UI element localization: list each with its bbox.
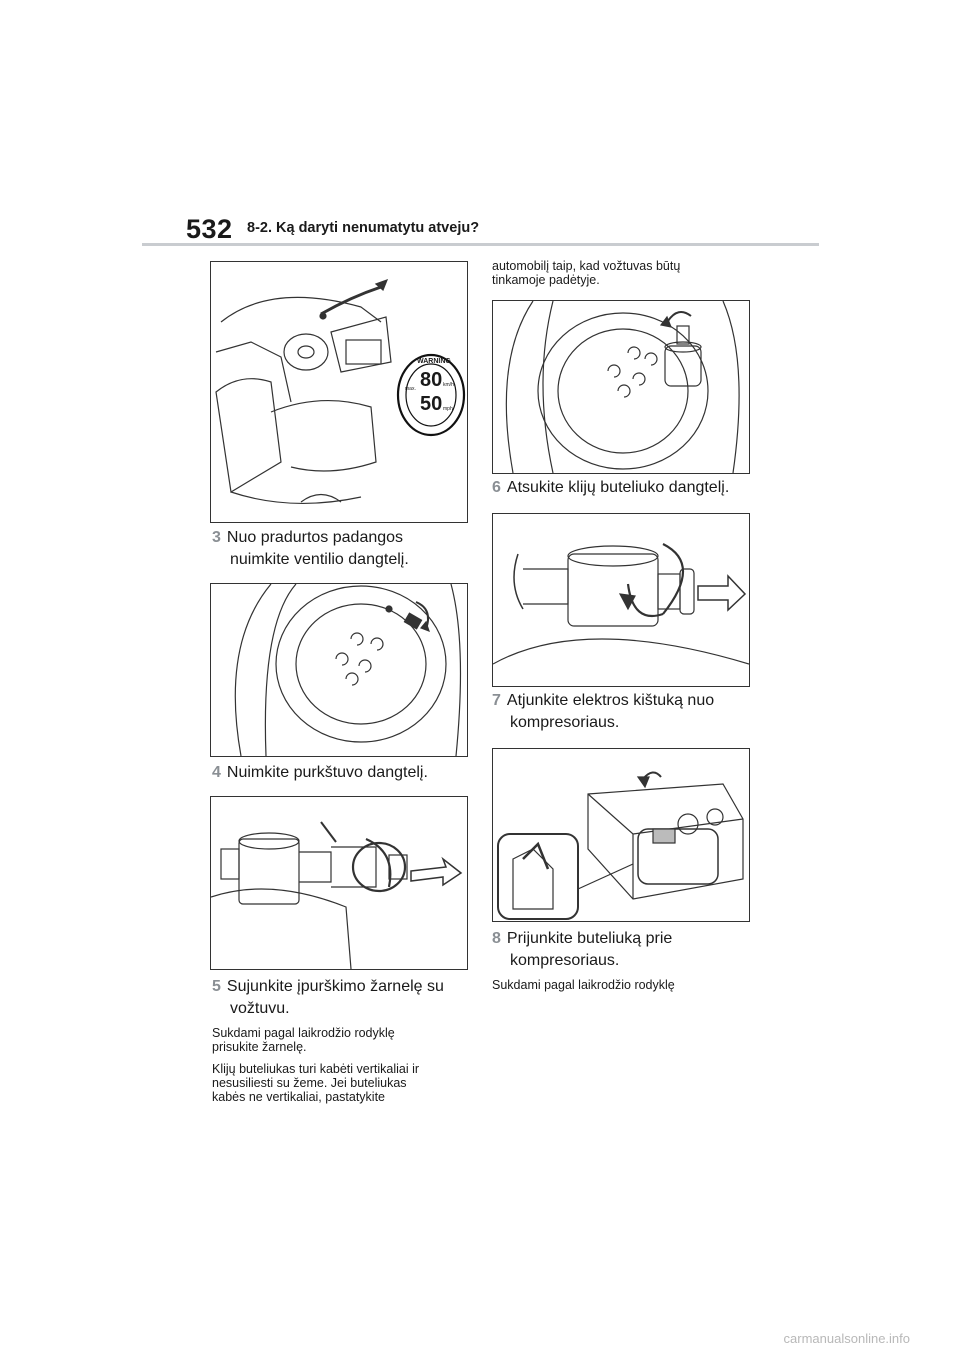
step-5-number: 5 — [212, 978, 221, 995]
figure-bottle-on-valve — [492, 300, 750, 474]
warning-label-speed-top: 80 — [420, 369, 443, 391]
step-3: 3 Nuo pradurtos padangos nuimkite ventili… — [212, 527, 472, 571]
warning-label-sticker: WARNING 80 50 max. km/h mph — [395, 352, 467, 438]
step-4: 4 Nuimkite purkštuvo dangtelį. — [212, 762, 472, 784]
step-6-number: 6 — [492, 479, 501, 496]
warning-label-word: WARNING — [417, 358, 451, 365]
step-3-number: 3 — [212, 529, 221, 546]
figure-compressor-plug — [492, 748, 750, 922]
step-7-text-line2: kompresoriaus. — [510, 714, 620, 731]
warning-label-speed-bottom: 50 — [420, 393, 443, 415]
step-8-note-1-line1: Sukdami pagal laikrodžio rodyklę — [492, 978, 675, 992]
step-5-note-1-line1: Sukdami pagal laikrodžio rodyklę — [212, 1026, 395, 1040]
step-5-note-1: Sukdami pagal laikrodžio rodyklę prisuki… — [212, 1026, 472, 1054]
step-5-note-2-line3: kabės ne vertikaliai, pastatykite — [212, 1090, 386, 1104]
step-5: 5 Sujunkite įpurškimo žarnelę su vožtuvu. — [212, 976, 472, 1020]
step-5-text-line2: vožtuvu. — [230, 1000, 290, 1017]
figure-unscrew-bottle-cap — [492, 513, 750, 687]
step-3-text-line2: nuimkite ventilio dangtelį. — [230, 551, 409, 568]
step-8-text-line2: kompresoriaus. — [510, 952, 620, 969]
step-5-note-1-line2: prisukite žarnelę. — [212, 1040, 307, 1054]
step-8-number: 8 — [492, 930, 501, 947]
figure-remove-valve-cap — [210, 583, 468, 757]
step-5-note-2-line2: nesusiliesti su žeme. Jei buteliukas — [212, 1076, 407, 1090]
step-5-note-2-line1: Klijų buteliukas turi kabėti vertikaliai… — [212, 1062, 420, 1076]
step-8-text-line1: Prijunkite buteliuką prie — [506, 930, 673, 947]
warning-label-kmh: km/h — [443, 382, 454, 388]
header-divider — [142, 243, 819, 246]
step-6: 6 Atsukite klijų buteliuko dangtelį. — [492, 477, 762, 499]
step-8: 8 Prijunkite buteliuką prie kompresoriaus… — [492, 928, 762, 972]
step-7: 7 Atjunkite elektros kištuką nuo kompreso… — [492, 690, 762, 734]
section-title: 8-2. Ką daryti nenumatytu atveju? — [247, 220, 480, 236]
continued-note-line1: automobilį taip, kad vožtuvas būtų — [492, 259, 681, 273]
step-3-text-line1: Nuo pradurtos padangos — [226, 529, 404, 546]
footer-watermark: carmanualsonline.info — [783, 1331, 910, 1346]
figure-car-interior-warning-label: WARNING 80 50 max. km/h mph — [210, 261, 468, 523]
step-6-text-line1: Atsukite klijų buteliuko dangtelį. — [506, 479, 730, 496]
continued-note-line2: tinkamoje padėtyje. — [492, 273, 600, 287]
step-4-number: 4 — [212, 764, 221, 781]
figure-remove-sprayer-cap — [210, 796, 468, 970]
continued-note: automobilį taip, kad vožtuvas būtų tinka… — [492, 259, 752, 287]
step-5-text-line1: Sujunkite įpurškimo žarnelę su — [226, 978, 444, 995]
step-5-note-2: Klijų buteliukas turi kabėti vertikaliai… — [212, 1062, 472, 1104]
page-number: 532 — [186, 214, 233, 244]
warning-label-max: max. — [405, 386, 416, 392]
step-7-text-line1: Atjunkite elektros kištuką nuo — [506, 692, 715, 709]
step-8-note-1: Sukdami pagal laikrodžio rodyklę — [492, 978, 762, 992]
step-7-number: 7 — [492, 692, 501, 709]
warning-label-mph: mph — [443, 406, 453, 412]
step-4-text-line1: Nuimkite purkštuvo dangtelį. — [226, 764, 428, 781]
